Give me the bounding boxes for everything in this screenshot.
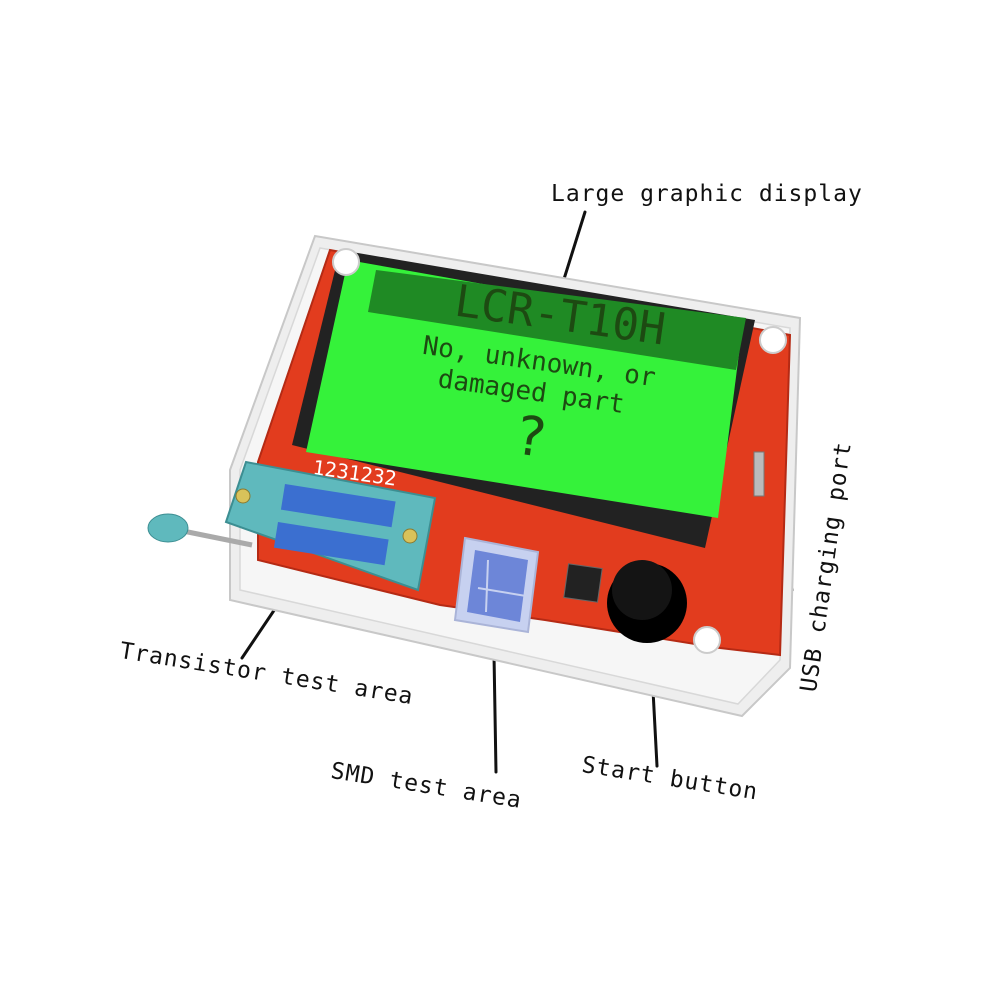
socket-contacts [273, 484, 396, 566]
lcd-title-bar [368, 270, 746, 370]
ir-sensor [563, 563, 603, 603]
smd-test-pad[interactable] [453, 536, 540, 634]
zif-socket[interactable] [224, 460, 437, 592]
usb-port [753, 451, 765, 497]
case-corner-posts [332, 248, 787, 654]
socket-screw-left [235, 488, 251, 504]
socket-screw-right [402, 528, 418, 544]
start-button[interactable] [607, 560, 687, 643]
callout-large-graphic-display: Large graphic display [551, 181, 863, 207]
lcd-screen: LCR-T10H No, unknown, or damaged part ? [306, 260, 746, 518]
socket-lever[interactable] [147, 513, 253, 548]
